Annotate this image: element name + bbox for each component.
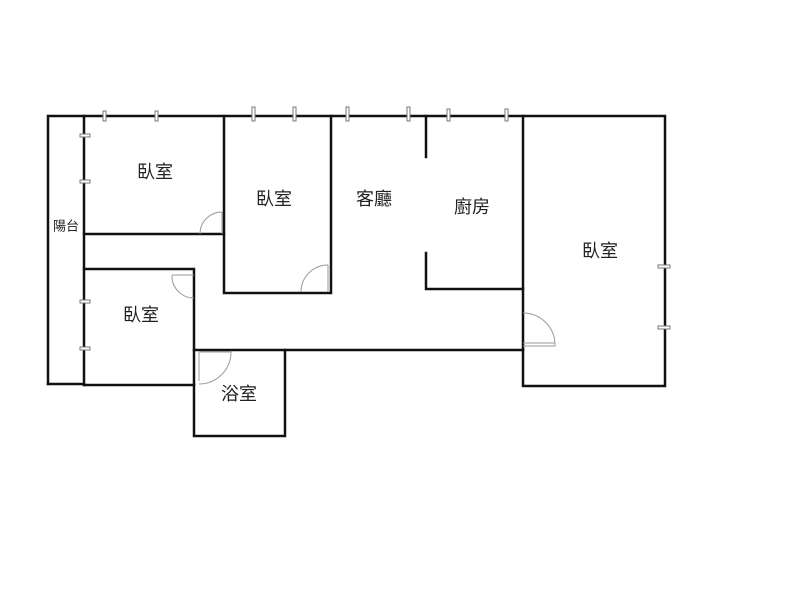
door-bedroom-bottom-left xyxy=(171,274,195,299)
room-label-bedroom-top-left: 臥室 xyxy=(137,162,173,183)
door-bedroom-right xyxy=(522,312,556,347)
room-label-living-room: 客廳 xyxy=(356,189,392,210)
room-label-bedroom-bottom-left: 臥室 xyxy=(123,305,159,326)
room-label-kitchen: 廚房 xyxy=(454,196,490,218)
door-bedroom-middle xyxy=(300,264,329,293)
door-bathroom xyxy=(198,351,232,385)
room-label-bedroom-right: 臥室 xyxy=(582,241,618,262)
doors xyxy=(171,211,556,385)
door-bedroom-top-left xyxy=(199,211,223,235)
room-label-bedroom-middle: 臥室 xyxy=(256,189,292,210)
room-label-bathroom: 浴室 xyxy=(221,384,257,405)
walls xyxy=(46,114,667,438)
windows xyxy=(79,106,671,351)
room-label-balcony: 陽台 xyxy=(53,220,79,235)
